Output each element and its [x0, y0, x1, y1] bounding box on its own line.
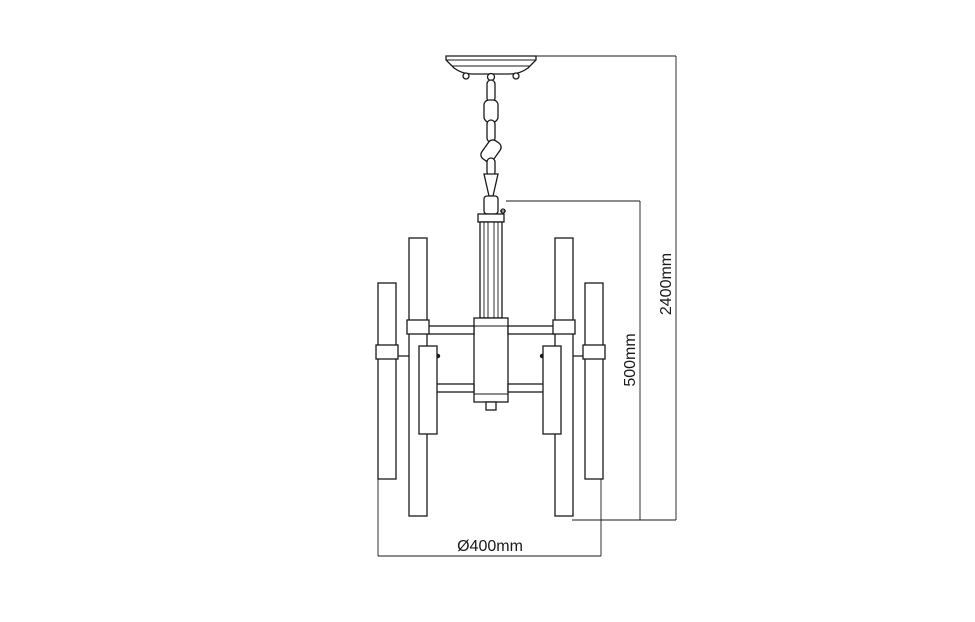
- ceiling-canopy: [445, 55, 537, 82]
- glass-tubes: [375, 237, 606, 517]
- diameter-label: Ø400mm: [457, 538, 523, 555]
- central-column: [477, 213, 505, 319]
- overall-height-label: 2400mm: [658, 253, 675, 315]
- body-height-label: 500mm: [622, 333, 639, 386]
- dimension-diameter: Ø400mm: [377, 479, 602, 557]
- suspension-chain: [480, 79, 502, 197]
- central-body: [473, 317, 509, 411]
- top-cap: [483, 195, 506, 215]
- dimension-overall-height: 2400mm: [536, 55, 677, 521]
- dimension-body-height: 500mm: [506, 200, 641, 521]
